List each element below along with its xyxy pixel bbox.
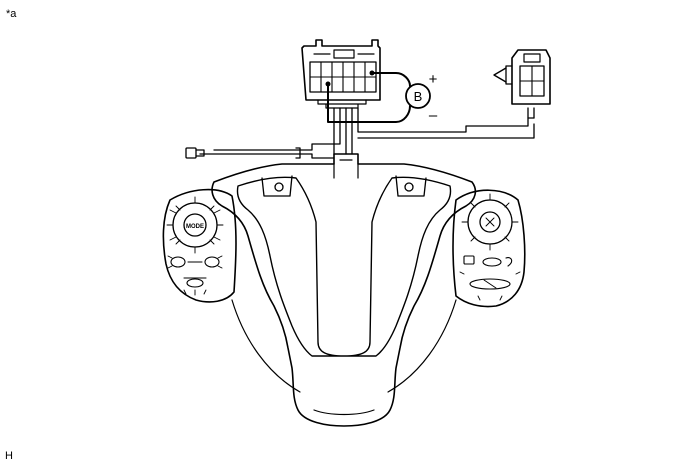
- figure-label: *a: [6, 8, 17, 20]
- wire-harness: [185, 107, 535, 159]
- meter-positive-sign: +: [429, 71, 438, 88]
- side-connector: [493, 49, 551, 105]
- ohmmeter: B + –: [405, 71, 438, 124]
- steering-pad-body: [211, 153, 477, 427]
- meter-symbol: B: [414, 89, 423, 104]
- meter-negative-sign: –: [429, 107, 438, 124]
- harness-connector: [301, 39, 381, 109]
- mode-button-label: MODE: [186, 224, 204, 230]
- right-steering-switch: [452, 189, 526, 308]
- view-arrow-icon: [493, 67, 507, 83]
- left-steering-switch: MODE: [162, 188, 237, 303]
- tester-leads: [325, 70, 411, 123]
- corner-code: H: [5, 450, 13, 462]
